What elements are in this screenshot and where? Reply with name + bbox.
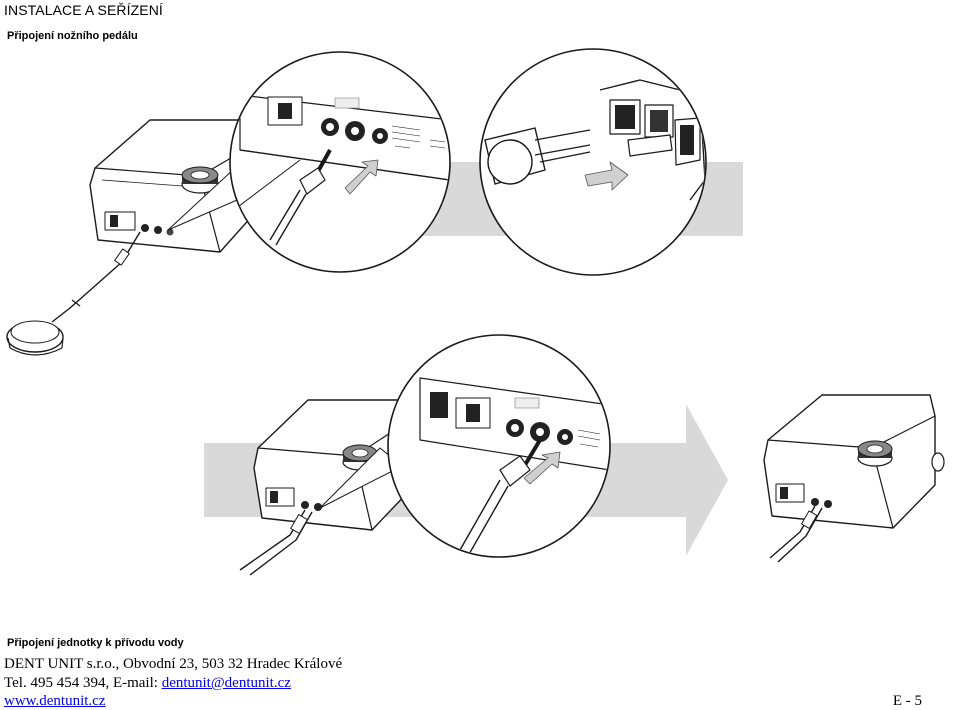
foot-pedal-figure: [6, 48, 743, 356]
footer-website-link[interactable]: www.dentunit.cz: [4, 693, 106, 710]
footer-company: DENT UNIT s.r.o., Obvodní 23, 503 32 Hra…: [4, 656, 343, 672]
page-number: E - 5: [892, 693, 922, 709]
water-supply-caption: Připojení jednotky k přívodu vody: [7, 637, 184, 649]
footer-contact: Tel. 495 454 394, E-mail: dentunit@dentu…: [4, 675, 291, 692]
footer-website[interactable]: www.dentunit.cz: [4, 693, 106, 709]
footer-email-link[interactable]: dentunit@dentunit.cz: [161, 675, 291, 691]
control-unit-connected: [763, 394, 936, 529]
water-supply-figure: [204, 334, 945, 576]
section-title: INSTALACE A SEŘÍZENÍ: [4, 2, 163, 18]
footer-tel: Tel. 495 454 394, E-mail:: [4, 675, 162, 691]
pedal-cable: [51, 231, 141, 323]
foot-pedal-subtitle: Připojení nožního pedálu: [7, 30, 138, 42]
